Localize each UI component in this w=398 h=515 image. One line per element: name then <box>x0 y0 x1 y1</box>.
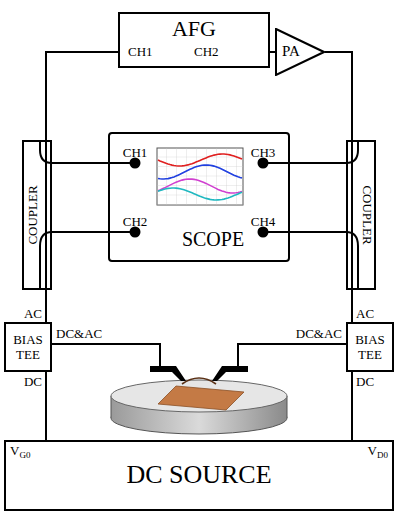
flake <box>182 378 216 384</box>
bias-tee-box: BIAS TEE <box>4 322 52 372</box>
amplifier-triangle: PA <box>275 28 325 76</box>
coupler-box: COUPLER <box>22 140 52 290</box>
probe-tips <box>150 366 248 381</box>
waveform <box>158 154 242 166</box>
port-label: CH1 <box>128 44 153 59</box>
signal-wire <box>45 290 47 322</box>
port-label: AC <box>24 306 42 321</box>
port-label: CH4 <box>251 214 276 229</box>
node-label: BIAS TEE <box>8 332 48 362</box>
port-label: DC <box>356 374 374 389</box>
waveform <box>158 179 242 193</box>
sample-stage <box>111 378 287 434</box>
port-label: CH3 <box>251 145 276 160</box>
signal-wire <box>351 290 353 322</box>
waveforms <box>158 154 242 200</box>
source-box: DC SOURCE <box>4 440 394 511</box>
bias-tee-box: BIAS TEE <box>346 322 394 372</box>
signal-wire <box>270 51 275 53</box>
waveform <box>158 165 242 179</box>
signal-wire <box>52 162 108 164</box>
signal-wire <box>46 52 118 140</box>
port-label: DC&AC <box>56 326 102 341</box>
scope-screen <box>157 148 243 205</box>
signal-wire <box>290 162 346 164</box>
sample-strip <box>158 386 244 410</box>
waveform <box>158 188 242 200</box>
port-label: CH2 <box>194 44 219 59</box>
instrument-box: AFG <box>118 12 270 68</box>
node-label: COUPLER <box>26 185 40 244</box>
probe-wires <box>52 344 346 367</box>
node-label: BIAS TEE <box>350 332 390 362</box>
port-label: DC&AC <box>296 326 342 341</box>
node-label: COUPLER <box>360 185 374 244</box>
node-label: PA <box>282 43 300 60</box>
node-label: AFG <box>172 17 216 41</box>
port-label: DC <box>24 374 42 389</box>
port-label: CH1 <box>123 145 148 160</box>
signal-wire <box>351 372 353 440</box>
scope-ports <box>109 159 289 237</box>
signal-wire <box>290 231 346 233</box>
signal-wire <box>325 52 352 140</box>
coupler-box: COUPLER <box>346 140 376 290</box>
terminal-label: VG0 <box>10 444 30 460</box>
port-label: AC <box>356 306 374 321</box>
signal-wire <box>52 231 108 233</box>
port-label: CH2 <box>123 214 148 229</box>
terminal-label: VD0 <box>368 444 388 460</box>
node-label: DC SOURCE <box>126 461 271 490</box>
coupler-lines <box>40 140 358 290</box>
node-label: SCOPE <box>182 228 244 250</box>
signal-wire <box>45 372 47 440</box>
